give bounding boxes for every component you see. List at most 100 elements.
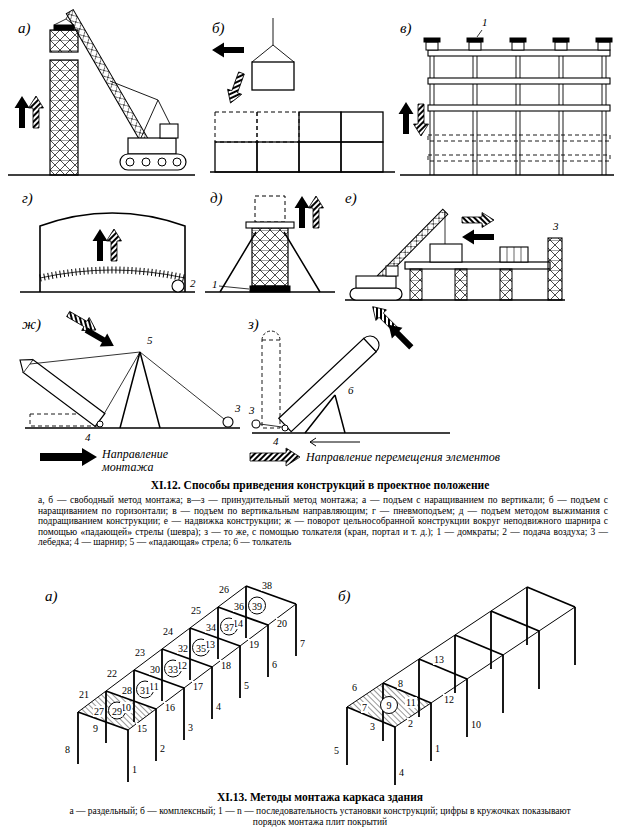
block-assembly-figure <box>341 112 383 142</box>
block-assembly-figure <box>299 142 341 172</box>
guided-lift-figure <box>510 38 526 42</box>
frame-member <box>105 691 107 743</box>
figure-caption-text: а — раздельный; б — комплексный; 1 — n —… <box>60 806 580 827</box>
frame-member <box>502 655 504 713</box>
pusher-figure <box>262 331 280 340</box>
subfigure-letter: в) <box>400 20 412 37</box>
sequence-number: 6 <box>351 682 358 693</box>
launching-figure <box>356 276 396 288</box>
subfigure-letter: а) <box>45 588 58 605</box>
subfigure-letter: г) <box>22 190 33 207</box>
sequence-number: 21 <box>78 689 90 700</box>
launching-figure <box>548 238 562 300</box>
sequence-number: 9 <box>92 723 99 734</box>
longitudinal-beam <box>491 587 527 611</box>
sequence-number: 8 <box>64 744 71 755</box>
plate-order-circle <box>221 618 238 635</box>
frame-member <box>77 712 79 764</box>
frame-member <box>526 587 528 645</box>
guided-lift-figure <box>428 78 610 84</box>
falling-boom-figure <box>223 417 233 427</box>
sequence-number: 4 <box>215 701 222 712</box>
block-assembly-figure <box>341 142 383 172</box>
subfigure-letter: б) <box>338 588 351 605</box>
pneumatic-lift-figure <box>93 229 108 261</box>
guided-lift-figure <box>424 38 440 42</box>
guided-lift-figure <box>553 38 569 42</box>
sequence-number: 1 <box>131 764 138 775</box>
launching-figure <box>405 262 550 269</box>
pusher-figure <box>310 438 360 446</box>
frame-member <box>346 707 348 765</box>
launching-figure <box>507 247 521 262</box>
pneumatic-lift-figure <box>172 280 184 292</box>
falling-boom-figure <box>20 360 33 373</box>
plate-order-circle <box>109 702 126 719</box>
pusher-figure <box>262 340 280 428</box>
figure-caption-title: XI.12. Способы приведения конструкций в … <box>0 479 640 492</box>
frame-member <box>189 628 191 680</box>
sequence-number: 22 <box>106 668 118 679</box>
frame-member <box>418 659 420 717</box>
guided-lift-figure <box>428 155 610 161</box>
plate-order-circle <box>249 597 266 614</box>
frame-member <box>394 727 396 785</box>
block-assembly-figure <box>215 112 257 142</box>
tower-lift-figure <box>128 138 176 154</box>
guided-lift-figure <box>399 30 615 175</box>
subfigure-letter: д) <box>210 190 223 207</box>
figure-caption-title: XI.13. Методы монтажа каркаса здания <box>0 791 640 804</box>
tower-lift-figure <box>50 30 78 52</box>
pneumatic-lift-figure <box>40 270 185 278</box>
frame-member <box>267 625 269 677</box>
block-assembly-figure <box>210 18 395 172</box>
figure-caption-text: а, б — свободный метод монтажа; в—з — пр… <box>38 495 608 548</box>
tower-lift-figure <box>120 154 186 170</box>
sequence-number: 4 <box>398 767 405 778</box>
pusher-figure <box>367 301 400 334</box>
guided-lift-figure <box>469 42 481 50</box>
callout-number: 1 <box>211 278 219 290</box>
jacking-lift-figure <box>219 286 249 289</box>
sequence-number: 23 <box>134 647 146 658</box>
jacking-lift-figure <box>246 222 294 228</box>
sequence-number: 25 <box>190 605 202 616</box>
launching-figure <box>430 244 462 262</box>
sequence-number: 27 <box>93 706 105 717</box>
legend-text: Направление монтажа <box>102 448 184 474</box>
block-assembly-figure <box>223 70 248 105</box>
subfigure-letter: а) <box>18 20 31 37</box>
callout-number: 5 <box>146 334 154 346</box>
sequence-number: 5 <box>333 745 340 756</box>
block-assembly-figure <box>252 62 294 90</box>
block-assembly-figure <box>212 43 244 58</box>
callout-number: 6 <box>347 384 355 396</box>
sequence-number: 35 <box>195 642 207 653</box>
frame-member <box>538 631 540 689</box>
falling-boom-figure <box>30 352 224 419</box>
frame-member <box>490 611 492 669</box>
jacking-lift-figure <box>295 196 310 228</box>
jacking-lift-figure <box>309 196 324 228</box>
guided-lift-figure <box>428 135 610 141</box>
frame-member <box>455 635 503 655</box>
callout-number: 3 <box>552 220 560 232</box>
guided-lift-figure <box>467 38 483 42</box>
callout-number: 3 <box>234 402 242 414</box>
tower-lift-figure <box>8 174 195 176</box>
jacking-lift-figure <box>205 196 335 292</box>
sequence-number: 2 <box>159 743 166 754</box>
pusher-figure <box>364 336 379 352</box>
subfigure-letter: ж) <box>22 316 41 333</box>
sequence-number: 13 <box>433 654 445 665</box>
guided-lift-figure <box>598 42 610 50</box>
frame-member <box>239 646 241 698</box>
pneumatic-lift-figure <box>40 213 185 292</box>
plate-order-circle <box>381 697 398 714</box>
falling-boom-figure <box>23 360 105 427</box>
block-assembly-figure <box>252 18 294 62</box>
plate-order-circle <box>137 681 154 698</box>
longitudinal-beam <box>503 631 539 655</box>
frame-separate-method <box>78 586 296 782</box>
